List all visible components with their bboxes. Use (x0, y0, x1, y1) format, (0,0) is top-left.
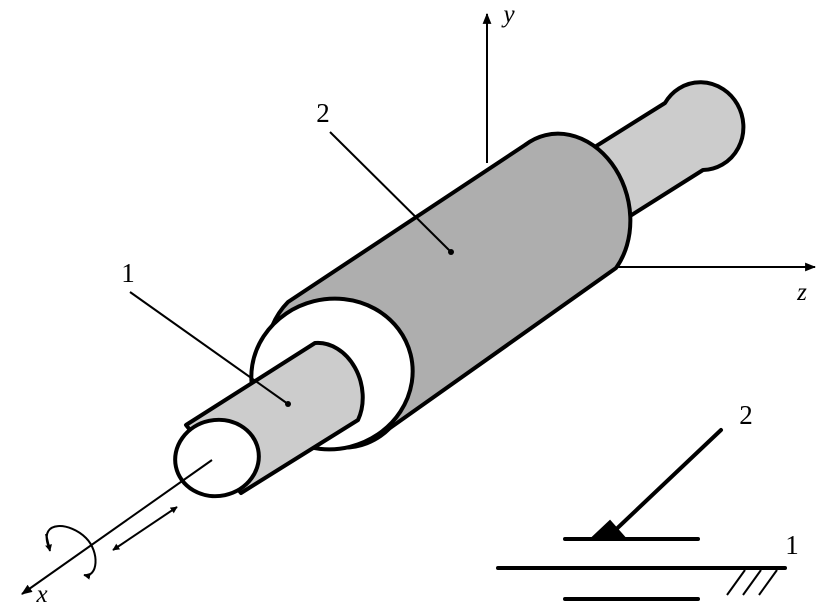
x-axis (21, 459, 213, 595)
shaft-end-face (173, 417, 261, 499)
axis-label-z: z (796, 279, 807, 306)
leader-part-2 (329, 131, 454, 255)
rotation-arrow (45, 525, 97, 580)
axis-label-x: x (35, 581, 47, 608)
translation-arrow (112, 506, 178, 551)
joint-symbol: 2 1 (496, 400, 799, 601)
label-part-1: 1 (121, 258, 135, 288)
leader-part-1 (129, 291, 291, 407)
axis-label-y: y (500, 1, 515, 28)
label-symbol-2: 2 (739, 400, 753, 430)
label-symbol-1: 1 (785, 530, 799, 560)
label-part-2: 2 (316, 98, 330, 128)
symbol-ground-hatch (726, 569, 778, 596)
symbol-link-2 (606, 428, 723, 539)
shaft-front (173, 340, 365, 499)
